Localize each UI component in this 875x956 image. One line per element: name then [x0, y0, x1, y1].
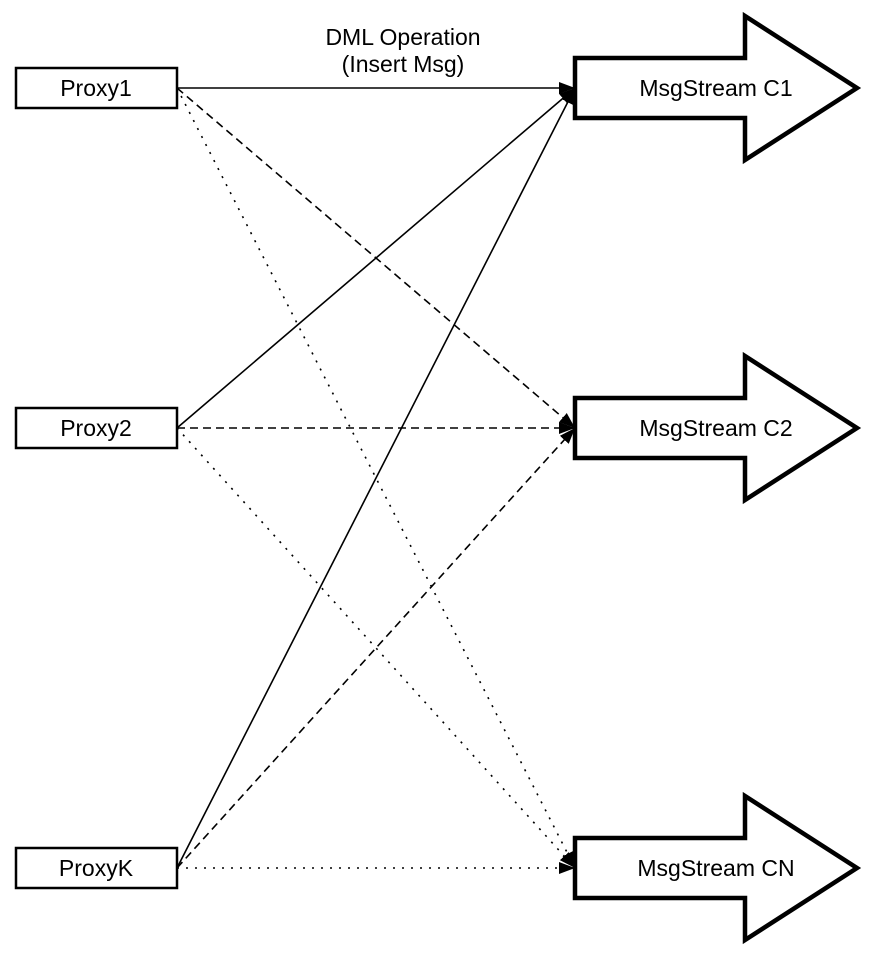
edge-group	[176, 82, 576, 874]
edge-proxyk-to-msgstream-c1	[176, 87, 576, 869]
proxyk-label: ProxyK	[59, 855, 134, 881]
edge-label: DML Operation (Insert Msg)	[325, 24, 480, 77]
proxy-node-proxyk: ProxyK	[14, 846, 179, 890]
proxy1-label: Proxy1	[60, 75, 132, 101]
proxyk-box	[14, 846, 179, 890]
msgstream-cn-arrow-shape	[572, 791, 862, 945]
stream-node-msgstream-c1: MsgStream C1	[572, 11, 862, 165]
edge-proxy2-to-msgstream-cn	[176, 427, 576, 869]
stream-node-msgstream-c2: MsgStream C2	[572, 351, 862, 505]
msgstream-c1-arrow-shape	[572, 11, 862, 165]
stream-node-msgstream-cn: MsgStream CN	[572, 791, 862, 945]
edge-label-line1: DML Operation	[325, 24, 480, 50]
edge-label-line2: (Insert Msg)	[342, 51, 465, 77]
msgstream-c2-label: MsgStream C2	[639, 415, 792, 441]
edge-proxyk-to-msgstream-c2	[176, 427, 576, 869]
proxy-node-proxy1: Proxy1	[14, 66, 179, 110]
proxy-node-proxy2: Proxy2	[14, 406, 179, 450]
msgstream-cn-label: MsgStream CN	[637, 855, 794, 881]
edge-proxy1-to-msgstream-c2	[176, 87, 576, 429]
msgstream-c2-arrow-shape	[572, 351, 862, 505]
proxy1-box	[14, 66, 179, 110]
edge-proxy1-to-msgstream-cn	[176, 87, 576, 869]
proxy2-label: Proxy2	[60, 415, 132, 441]
proxy2-box	[14, 406, 179, 450]
msgstream-c1-label: MsgStream C1	[639, 75, 792, 101]
